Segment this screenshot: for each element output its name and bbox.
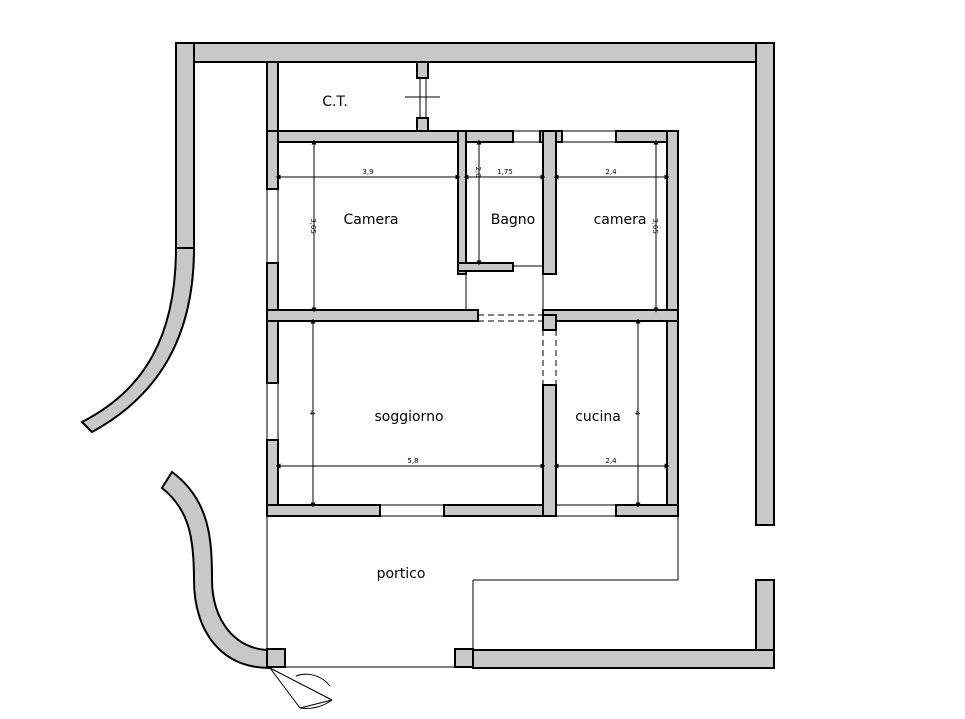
thin-lines xyxy=(266,78,679,709)
entry-post-right xyxy=(454,648,474,668)
kitchen-partition xyxy=(542,384,557,517)
entry-post-left xyxy=(266,648,286,668)
house-wall-right xyxy=(666,130,679,517)
house-wall-top-left xyxy=(266,130,514,143)
window-top-camera xyxy=(561,130,617,143)
dim-camera-right-depth: 3,65 xyxy=(651,218,659,234)
dim-bagno-width: 1,75 xyxy=(497,168,513,176)
room-labels: C.T. Camera Bagno camera soggiorno cucin… xyxy=(322,94,646,582)
dim-cucina-width: 2,4 xyxy=(605,457,617,465)
room-label-camera-right: camera xyxy=(594,212,647,228)
room-label-soggiorno: soggiorno xyxy=(374,409,443,425)
window-left-upper xyxy=(266,188,279,264)
bagno-wall-right xyxy=(542,130,557,275)
room-label-cucina: cucina xyxy=(575,409,621,425)
ct-wall-right-top xyxy=(416,61,429,79)
boundary-wall-top xyxy=(175,42,775,63)
entry-gate xyxy=(269,667,333,709)
window-left-lower xyxy=(266,382,279,441)
boundary-wall-bottom xyxy=(472,649,775,669)
dimension-labels: 3,9 3,65 1,75 2,6 2,4 3,65 5,8 4 2,4 4 xyxy=(308,166,659,465)
room-label-portico: portico xyxy=(377,566,426,582)
window-top-bagno xyxy=(512,130,541,143)
corridor-wall-left xyxy=(266,309,479,322)
dim-camera-left-width: 3,9 xyxy=(362,168,373,176)
dim-cucina-depth: 4 xyxy=(633,411,641,416)
dimension-lines xyxy=(275,139,670,508)
room-label-ct: C.T. xyxy=(322,94,348,110)
dim-soggiorno-width: 5,8 xyxy=(407,457,418,465)
window-bottom-cucina xyxy=(555,504,617,517)
house-wall-left-1 xyxy=(266,130,279,190)
house-wall-bottom-left xyxy=(266,504,381,517)
corridor-wall-right xyxy=(542,309,679,322)
bagno-wall-left xyxy=(457,130,467,275)
curved-wall-upper xyxy=(80,247,196,434)
boundary-wall-right-upper xyxy=(755,42,775,526)
window-bottom-soggiorno xyxy=(379,504,445,517)
curved-wall-lower xyxy=(160,470,271,670)
dim-bagno-depth: 2,6 xyxy=(474,166,482,178)
dim-soggiorno-depth: 4 xyxy=(308,411,316,416)
house-walls xyxy=(266,61,679,517)
dim-camera-left-depth: 3,65 xyxy=(309,218,317,234)
bagno-wall-bottom xyxy=(457,262,514,272)
boundary-wall-left xyxy=(175,42,195,251)
house-wall-left-2 xyxy=(266,262,279,384)
house-wall-bottom-mid xyxy=(443,504,557,517)
room-label-camera-left: Camera xyxy=(344,212,399,228)
house-wall-bottom-right xyxy=(615,504,679,517)
dim-camera-right-width: 2,4 xyxy=(605,168,617,176)
room-label-bagno: Bagno xyxy=(491,212,536,228)
boundary-walls xyxy=(80,42,775,670)
corridor-stub xyxy=(542,314,557,331)
